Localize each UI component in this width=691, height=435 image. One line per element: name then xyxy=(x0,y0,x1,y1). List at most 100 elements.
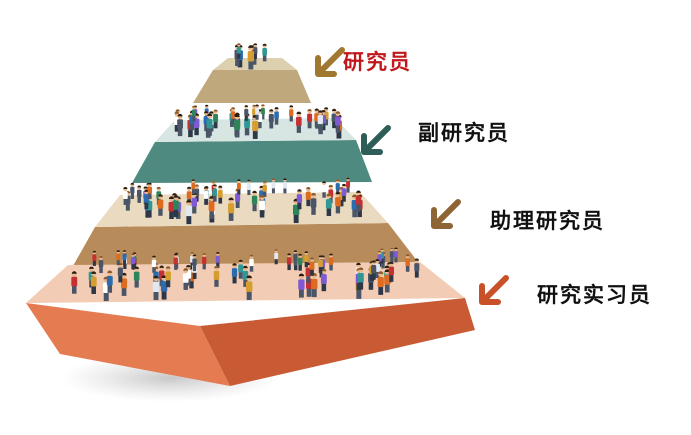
person-figure xyxy=(213,109,219,129)
person-figure xyxy=(130,182,135,199)
tier-label-assistant-researcher: 助理研究员 xyxy=(490,208,605,233)
person-figure xyxy=(384,269,391,293)
person-figure xyxy=(238,259,244,279)
person-figure xyxy=(309,257,315,276)
tier-front-face xyxy=(193,70,311,103)
person-figure xyxy=(389,247,394,263)
person-figure xyxy=(215,252,220,268)
arrow-icon xyxy=(431,199,461,229)
person-figure xyxy=(262,180,267,197)
person-figure xyxy=(177,113,183,137)
person-figure xyxy=(191,179,196,195)
person-figure xyxy=(165,266,171,288)
person-figure xyxy=(92,250,97,266)
person-figure xyxy=(251,190,258,212)
person-figure xyxy=(191,192,198,214)
person-figure xyxy=(414,258,420,278)
person-figure xyxy=(289,105,294,122)
person-figure xyxy=(116,250,121,266)
tier-researcher xyxy=(193,43,311,103)
person-figure xyxy=(203,186,209,205)
person-figure xyxy=(286,253,292,271)
person-figure xyxy=(259,195,266,218)
person-figure xyxy=(133,266,140,288)
person-figure xyxy=(355,190,362,212)
person-figure xyxy=(371,260,377,280)
person-figure xyxy=(341,183,347,202)
person-figure xyxy=(185,199,193,225)
person-figure xyxy=(405,254,410,272)
person-figure xyxy=(335,191,341,214)
person-figure xyxy=(321,181,327,198)
person-figure xyxy=(191,105,196,122)
person-figure xyxy=(90,271,97,294)
person-figure xyxy=(271,178,276,194)
person-figure xyxy=(236,179,241,195)
person-figure xyxy=(260,104,265,120)
person-figure xyxy=(228,197,235,221)
person-figure xyxy=(357,267,364,290)
person-figure xyxy=(331,108,337,129)
person-figure xyxy=(202,253,207,270)
person-figure xyxy=(304,251,309,268)
person-figure xyxy=(262,43,267,62)
person-figure xyxy=(136,185,142,203)
person-figure xyxy=(152,275,160,301)
person-figure xyxy=(282,178,287,194)
person-figure xyxy=(106,270,113,293)
person-figure xyxy=(249,254,254,272)
person-figure xyxy=(231,263,238,284)
person-figure xyxy=(130,253,136,270)
person-figure xyxy=(377,250,382,267)
person-figure xyxy=(296,111,302,133)
person-figure xyxy=(298,273,305,298)
person-figure xyxy=(346,177,351,193)
tier-front-face xyxy=(26,303,230,386)
person-figure xyxy=(297,253,303,271)
person-figure xyxy=(293,250,298,266)
person-figure xyxy=(320,268,327,292)
person-figure xyxy=(71,271,78,294)
person-figure xyxy=(268,109,274,129)
person-figure xyxy=(307,108,313,129)
tier-label-associate-researcher: 副研究员 xyxy=(418,120,510,145)
person-figure xyxy=(310,192,317,215)
tier-associate-researcher xyxy=(132,104,372,183)
pyramid-tiers xyxy=(26,43,475,386)
person-figure xyxy=(192,254,197,272)
person-figure xyxy=(311,273,318,298)
person-figure xyxy=(253,43,258,59)
person-figure xyxy=(246,179,251,196)
person-figure xyxy=(182,268,189,290)
person-figure xyxy=(325,193,332,216)
tier-side-face xyxy=(200,298,475,386)
person-figure xyxy=(213,265,220,287)
person-figure xyxy=(123,186,128,205)
person-figure xyxy=(117,262,123,283)
pointer-arrows xyxy=(315,47,509,305)
person-figure xyxy=(318,255,323,273)
person-figure xyxy=(244,105,249,121)
person-figure xyxy=(230,107,236,125)
arrow-icon xyxy=(315,47,345,77)
person-figure xyxy=(255,104,260,120)
person-figure xyxy=(147,182,153,199)
person-figure xyxy=(206,113,213,136)
person-figure xyxy=(143,189,149,210)
person-figure xyxy=(208,196,215,219)
person-figure xyxy=(151,255,157,273)
person-figure xyxy=(305,187,311,207)
tier-front-face xyxy=(132,140,372,183)
person-figure xyxy=(98,255,104,274)
person-figure xyxy=(317,110,323,131)
tier-research-intern xyxy=(26,247,475,386)
person-figure xyxy=(335,111,341,133)
person-figure xyxy=(122,250,127,266)
person-figure xyxy=(245,275,253,301)
person-figure xyxy=(234,114,241,138)
person-figure xyxy=(328,253,334,271)
tier-label-research-intern: 研究实习员 xyxy=(537,282,652,307)
person-figure xyxy=(393,247,398,263)
tier-label-researcher: 研究员 xyxy=(343,49,412,74)
